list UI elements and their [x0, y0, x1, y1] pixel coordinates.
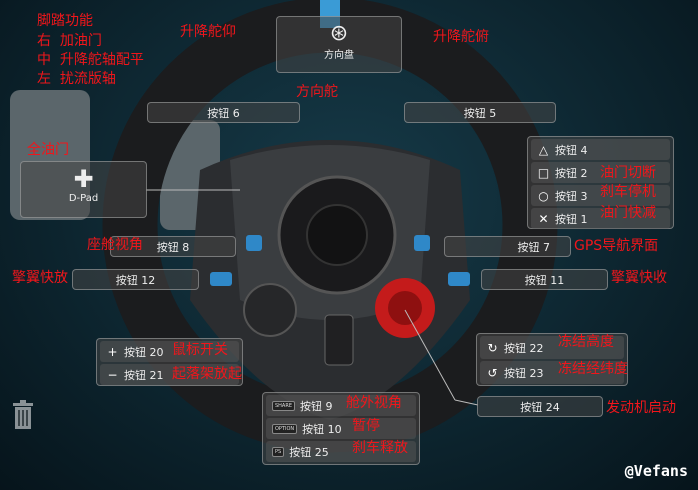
playstation-icon: PS [272, 446, 285, 457]
button-label: 按钮 5 [463, 106, 497, 120]
annotation: 油门快减 [600, 205, 656, 221]
annotation: 鼠标开关 [172, 342, 228, 358]
option-icon: OPTION [272, 423, 298, 434]
button-label: 按钮 6 [207, 106, 240, 120]
button-6[interactable]: 按钮 6 [147, 102, 300, 123]
steering-label: 方向盘 [324, 50, 354, 61]
button-label: 按钮 25 [289, 445, 329, 459]
button-label: 按钮 12 [115, 273, 156, 287]
annotation: 脚踏功能 [37, 13, 93, 29]
rotary-group: ↻ 按钮 22 ↺ 按钮 23 [476, 333, 628, 386]
button-label: 按钮 24 [520, 400, 560, 414]
square-icon: □ [537, 165, 550, 180]
button-11[interactable]: 按钮 11 [481, 269, 608, 290]
button-8[interactable]: 按钮 8 [110, 236, 236, 257]
plus-minus-group: + 按钮 20 −按钮 21 [96, 338, 243, 386]
annotation: 全油门 [27, 142, 69, 158]
button-4[interactable]: △ 按钮 4 [531, 139, 670, 160]
face-buttons-group: △ 按钮 4 □ 按钮 2 ○ 按钮 3 ✕ 按钮 1 [527, 136, 674, 229]
triangle-icon: △ [538, 142, 549, 157]
cross-icon: ✕ [538, 211, 549, 226]
button-22[interactable]: ↻ 按钮 22 [480, 336, 624, 359]
button-25[interactable]: PS 按钮 25 [266, 441, 416, 462]
annotation: 舱外视角 [346, 395, 402, 411]
circle-icon: ○ [538, 188, 549, 203]
button-label: 按钮 11 [524, 273, 565, 287]
center-buttons-group: SHARE 按钮 9 OPTION 按钮 10 PS 按钮 25 [262, 392, 420, 465]
annotation: 中 升降舵轴配平 [37, 52, 144, 68]
plus-icon: + [107, 344, 118, 359]
annotation: 右 加油门 [37, 33, 102, 49]
annotation: 起落架放起 [172, 366, 242, 382]
button-label: 按钮 3 [555, 189, 588, 203]
annotation: 擎翼快收 [611, 270, 667, 286]
button-label: 按钮 21 [124, 368, 164, 382]
button-5[interactable]: 按钮 5 [404, 102, 556, 123]
minus-icon: − [107, 367, 118, 382]
dpad-icon: ✚ [73, 165, 94, 193]
annotation: 冻结经纬度 [558, 361, 628, 377]
rotate-cw-icon: ↻ [487, 340, 498, 355]
button-7[interactable]: 按钮 7 [444, 236, 571, 257]
button-label: 按钮 7 [517, 240, 551, 254]
rotate-ccw-icon: ↺ [487, 365, 498, 380]
steering-wheel-icon: ⊛ [329, 21, 349, 46]
button-24[interactable]: 按钮 24 [477, 396, 603, 417]
button-label: 按钮 22 [504, 341, 544, 355]
button-23[interactable]: ↺ 按钮 23 [480, 361, 624, 384]
button-21[interactable]: −按钮 21 [100, 364, 239, 385]
annotation: 方向舵 [296, 84, 338, 100]
trash-icon[interactable] [12, 400, 34, 430]
steering-mapping[interactable]: ⊛ 方向盘 [276, 16, 402, 73]
button-label: 按钮 2 [555, 166, 588, 180]
button-9[interactable]: SHARE 按钮 9 [266, 395, 416, 416]
button-3[interactable]: ○ 按钮 3 [531, 185, 670, 206]
dpad-label: D-Pad [68, 193, 99, 204]
annotation: 油门切断 [600, 165, 656, 181]
button-label: 按钮 8 [156, 240, 190, 254]
button-label: 按钮 1 [555, 212, 588, 226]
button-2[interactable]: □ 按钮 2 [531, 162, 670, 183]
button-1[interactable]: ✕ 按钮 1 [531, 208, 670, 229]
annotation: GPS导航界面 [574, 238, 659, 254]
annotation: 座舱视角 [87, 237, 143, 253]
annotation: 刹车释放 [352, 440, 408, 456]
button-label: 按钮 20 [124, 345, 164, 359]
dpad-mapping[interactable]: ✚ D-Pad [20, 161, 147, 218]
button-12[interactable]: 按钮 12 [72, 269, 199, 290]
annotation: 擎翼快放 [12, 270, 68, 286]
annotation: 升降舵俯 [433, 29, 489, 45]
annotation: 刹车停机 [600, 184, 656, 200]
annotation: 冻结高度 [558, 334, 614, 350]
annotation: 暂停 [352, 418, 380, 434]
button-20[interactable]: + 按钮 20 [100, 341, 239, 362]
button-label: 按钮 10 [302, 422, 342, 436]
share-icon: SHARE [272, 400, 295, 411]
annotation: 发动机启动 [606, 400, 676, 416]
button-label: 按钮 9 [300, 399, 333, 413]
button-10[interactable]: OPTION 按钮 10 [266, 418, 416, 439]
annotation: 左 扰流版轴 [37, 71, 116, 87]
button-label: 按钮 23 [504, 366, 544, 380]
annotation: 升降舵仰 [180, 24, 236, 40]
watermark: @Vefans [624, 462, 688, 480]
button-label: 按钮 4 [555, 143, 588, 157]
